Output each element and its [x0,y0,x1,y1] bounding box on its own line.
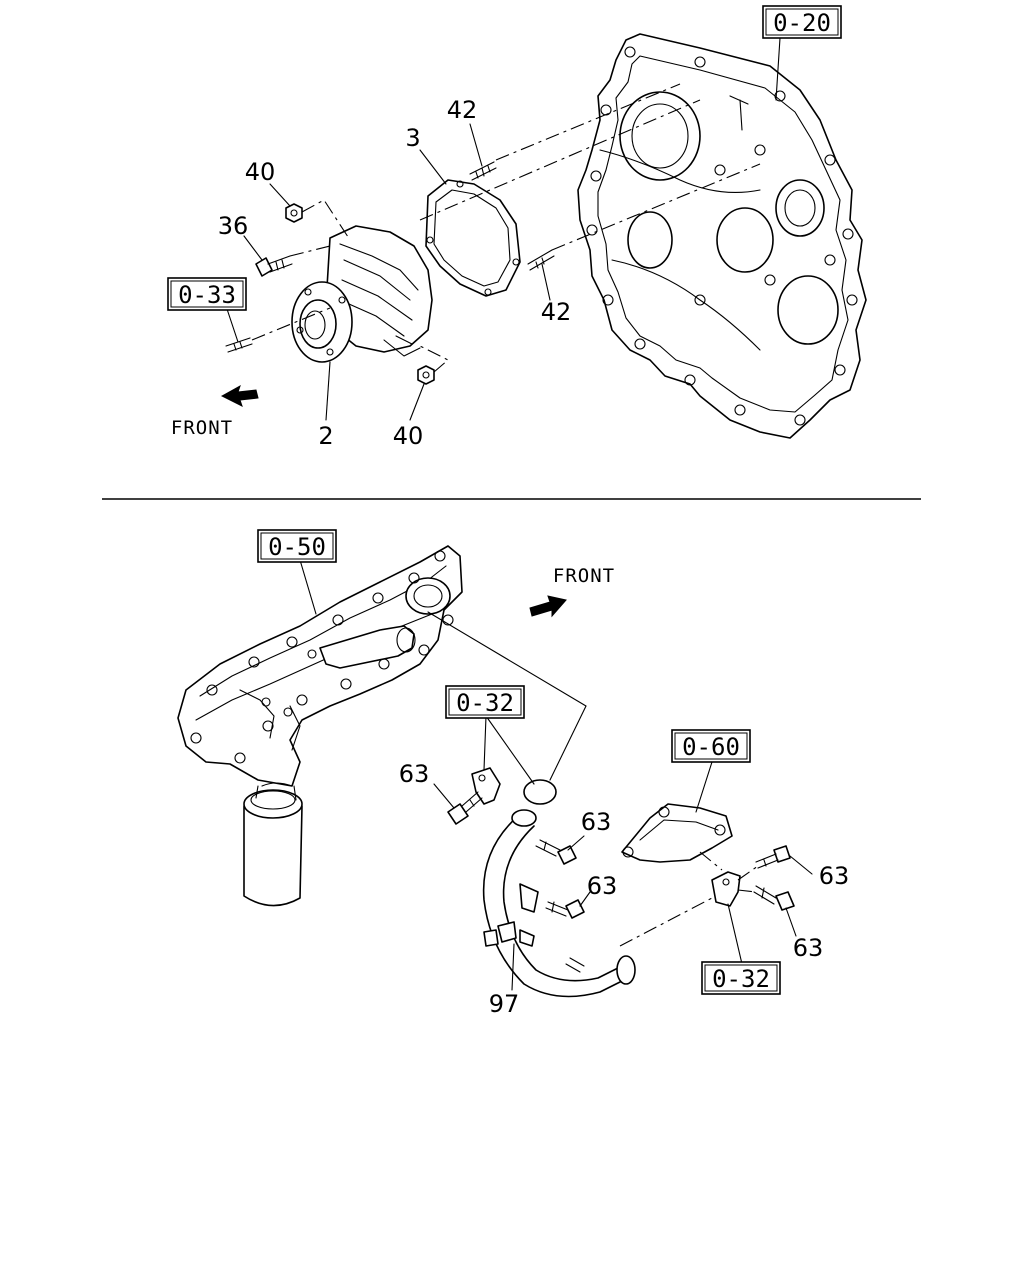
callout-63-d: 63 [819,862,850,890]
manifold-assembly[interactable] [177,545,463,787]
bottom-assembly-lines [427,611,759,947]
bolt-63-e[interactable] [753,885,795,911]
pipe-clip-lower[interactable] [711,871,741,907]
front-arrow-icon [529,595,567,618]
callout-3: 3 [405,124,420,152]
ref-box-0-50[interactable]: 0-50 [257,529,337,563]
bottom-section: 0-50 0-32 0-60 0-32 63 63 63 63 63 97 FR… [177,529,850,1018]
front-indicator-bottom: FRONT [529,565,615,618]
bolt-63-d[interactable] [755,845,791,869]
ref-box-0-20[interactable]: 0-20 [762,5,842,39]
callout-36: 36 [218,212,249,240]
stud-42-lower[interactable] [527,249,555,271]
gasket[interactable] [425,179,521,297]
nut-40-upper[interactable] [285,203,303,223]
front-arrow-icon [220,384,259,407]
nut-40-lower[interactable] [417,365,435,385]
callout-2: 2 [318,422,333,450]
bolt-63-c[interactable] [545,899,585,919]
water-pipe[interactable] [482,809,636,998]
o-ring[interactable] [523,779,557,805]
stud-42-upper[interactable] [469,161,497,181]
bolt-63-a[interactable] [447,791,483,825]
water-pump[interactable] [291,225,433,363]
bolt-36[interactable] [255,255,293,277]
callout-40-upper: 40 [245,158,276,186]
svg-text:FRONT: FRONT [553,565,615,587]
callout-63-e: 63 [793,934,824,962]
assembly-lines [251,83,761,373]
top-section: 0-20 0-33 42 3 40 36 42 2 40 FRONT [167,5,867,450]
svg-text:0-32: 0-32 [456,689,514,717]
bracket[interactable] [621,803,733,863]
svg-text:0-60: 0-60 [682,733,740,761]
callout-42-upper: 42 [447,96,478,124]
stud-0-33[interactable] [225,337,253,353]
svg-text:0-32: 0-32 [712,965,770,993]
front-indicator-top: FRONT [171,384,259,439]
ref-box-0-33[interactable]: 0-33 [167,277,247,311]
callout-40-lower: 40 [393,422,424,450]
callout-63-a: 63 [399,760,430,788]
callout-63-b: 63 [581,808,612,836]
ref-box-0-32-upper[interactable]: 0-32 [445,685,525,719]
callout-97: 97 [489,990,520,1018]
gear-case-cover[interactable] [577,33,867,439]
bottom-leaders [299,559,813,991]
ref-box-0-60[interactable]: 0-60 [671,729,751,763]
svg-text:0-33: 0-33 [178,281,236,309]
callout-42-lower: 42 [541,298,572,326]
svg-text:0-50: 0-50 [268,533,326,561]
callout-63-c: 63 [587,872,618,900]
svg-text:FRONT: FRONT [171,417,233,439]
ref-box-0-32-lower[interactable]: 0-32 [701,961,781,995]
pipe-clip-upper[interactable] [471,767,501,805]
svg-text:0-20: 0-20 [773,9,831,37]
oil-filter[interactable] [243,782,303,907]
top-leaders [225,37,781,421]
bolt-63-b[interactable] [535,839,577,865]
